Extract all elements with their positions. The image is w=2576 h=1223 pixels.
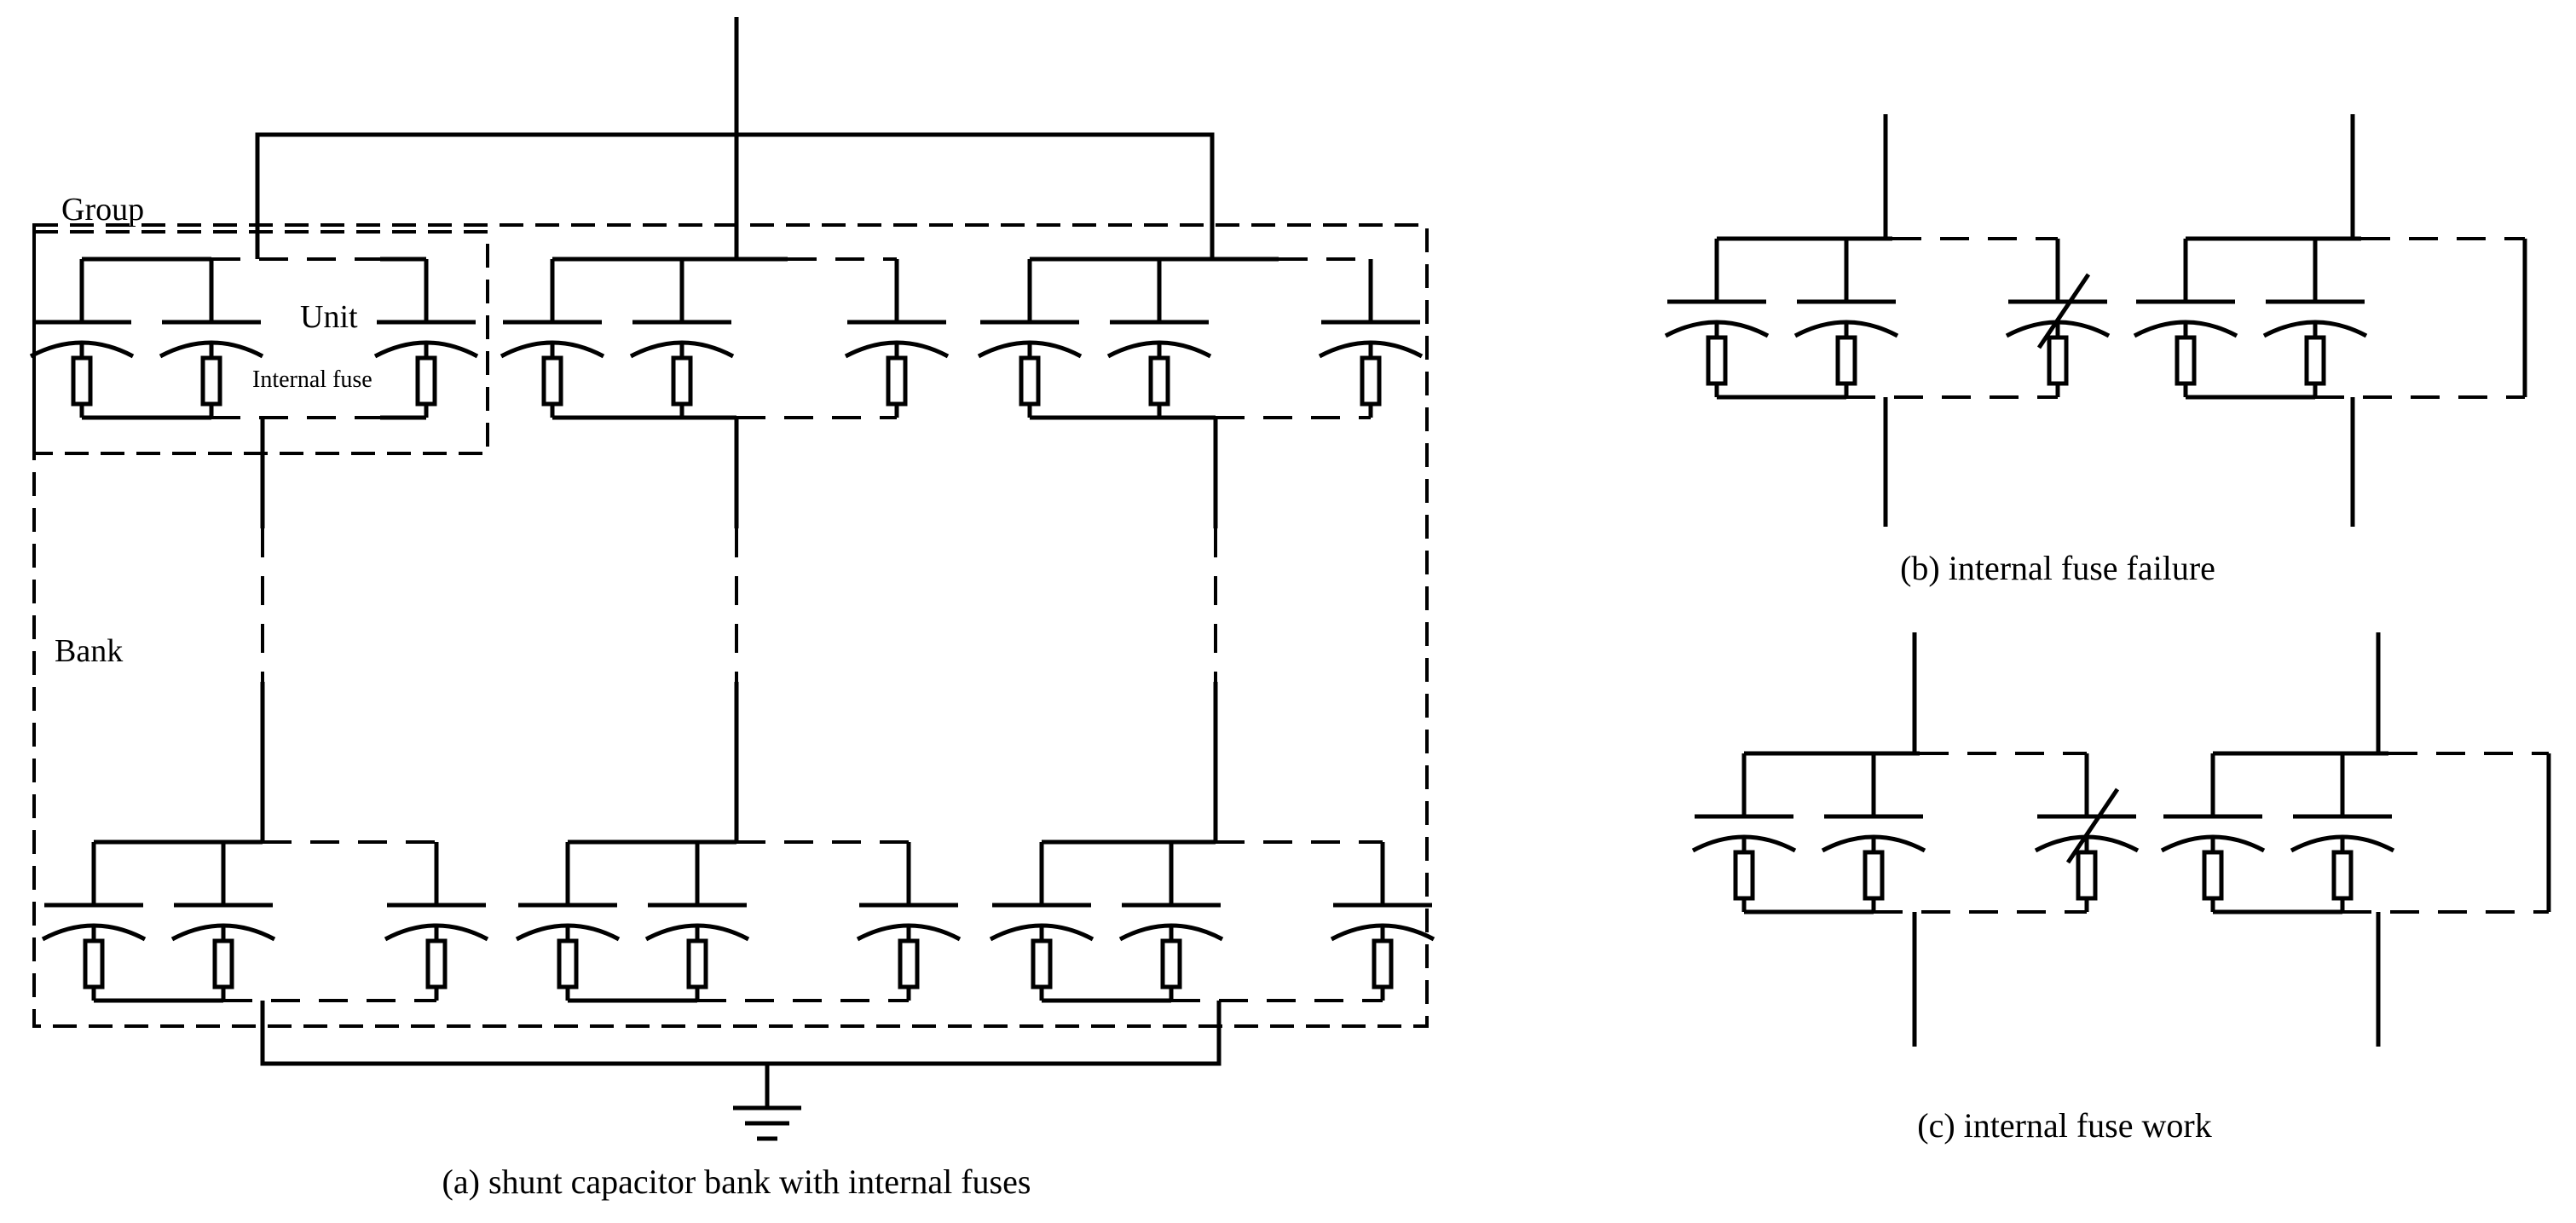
- isolated-capacitor-unit: [2034, 753, 2140, 912]
- internal-fuse-label: Internal fuse: [252, 366, 373, 393]
- capacitor-unit: [1330, 842, 1435, 1001]
- capacitor-unit: [170, 842, 276, 1001]
- panel-c: (c) internal fuse work: [1691, 632, 2551, 1145]
- caption-b: (b) internal fuse failure: [1900, 549, 2215, 587]
- bank-boundary: [32, 223, 1429, 1028]
- capacitor-unit: [1821, 753, 1926, 912]
- capacitor-unit: [1793, 239, 1899, 397]
- unit-label: Unit: [300, 299, 358, 335]
- bank-label: Bank: [55, 633, 123, 669]
- capacitor-unit: [41, 842, 147, 1001]
- capacitor-unit: [977, 259, 1083, 418]
- lower-group-3: [989, 839, 1435, 1003]
- capacitor-unit: [500, 259, 605, 418]
- capacitor-unit: [1106, 259, 1212, 418]
- series-links: [260, 135, 1218, 842]
- lower-group-1: [41, 839, 489, 1003]
- group-c-left: [1691, 632, 2140, 1047]
- upper-group-3: [977, 257, 1424, 420]
- lower-group-2: [515, 839, 962, 1003]
- ground-icon: [733, 1105, 801, 1141]
- capacitor-unit: [2133, 239, 2238, 397]
- capacitor-unit: [515, 842, 621, 1001]
- upper-group-1: [29, 257, 479, 420]
- capacitor-unit: [2262, 239, 2368, 397]
- caption-a: (a) shunt capacitor bank with internal f…: [442, 1162, 1031, 1201]
- panel-b: (b) internal fuse failure: [1664, 114, 2527, 587]
- capacitor-unit: [856, 842, 962, 1001]
- capacitor-unit: [1118, 842, 1224, 1001]
- capacitor-unit: [373, 259, 479, 418]
- group-b-right: [2133, 114, 2527, 527]
- capacitor-unit: [2290, 753, 2395, 912]
- capacitor-unit: [29, 259, 135, 418]
- capacitor-unit: [2160, 753, 2266, 912]
- capacitor-unit: [1691, 753, 1797, 912]
- capacitor-unit: [644, 842, 750, 1001]
- caption-c: (c) internal fuse work: [1917, 1106, 2211, 1145]
- capacitor-unit: [844, 259, 950, 418]
- capacitor-unit: [159, 259, 264, 418]
- group-b-left: [1664, 114, 2111, 527]
- panel-a: Group Unit Internal fuse Bank (a) shunt …: [29, 17, 1435, 1201]
- feeder-and-top-bus: [255, 17, 1215, 259]
- capacitor-unit: [629, 259, 735, 418]
- upper-group-2: [500, 257, 950, 420]
- capacitor-unit: [384, 842, 489, 1001]
- capacitor-unit: [1664, 239, 1770, 397]
- capacitor-unit: [989, 842, 1095, 1001]
- failed-capacitor-unit: [2005, 239, 2111, 397]
- group-label: Group: [61, 192, 144, 228]
- capacitor-unit: [1318, 259, 1424, 418]
- ground-bus: [260, 1001, 1222, 1141]
- group-c-right: [2160, 632, 2551, 1047]
